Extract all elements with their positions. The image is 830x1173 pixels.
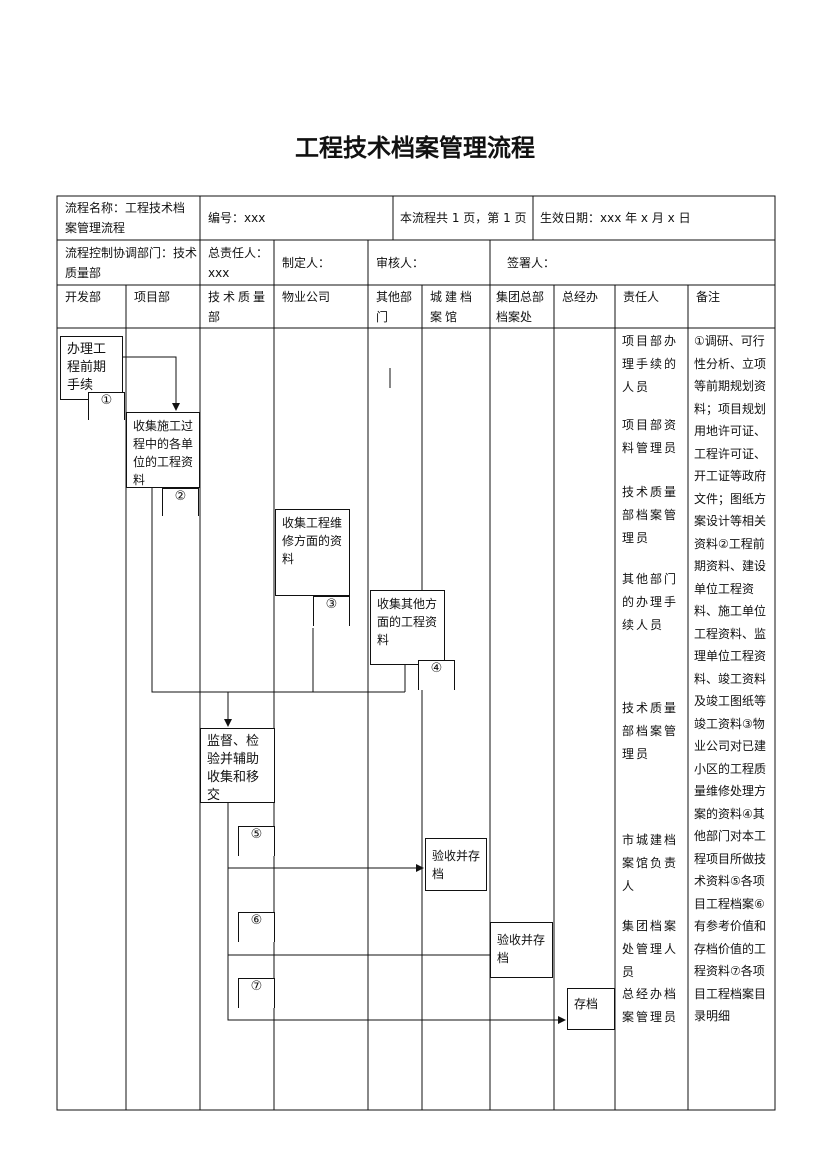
step-city-archive: 验收并存档 <box>425 838 487 891</box>
coord-dept: 流程控制协调部门：技术质量部 <box>65 246 198 280</box>
responsible-person: 集团档案处管理人员 <box>622 919 679 979</box>
document-tag: ③ <box>313 596 350 626</box>
step-collect-construction: 收集施工过程中的各单位的工程资料 <box>126 412 200 488</box>
document-tag: ⑤ <box>238 826 275 856</box>
effective-date: 生效日期：xxx 年 x 月 x 日 <box>540 211 691 225</box>
col-header: 项目部 <box>134 290 171 304</box>
signer: 签署人： <box>507 256 556 270</box>
responsible-person: 技术质量部档案管理员 <box>622 485 679 545</box>
col-header: 开发部 <box>65 290 102 304</box>
col-header: 技术质量部 <box>208 290 269 324</box>
process-name: 流程名称：工程技术档案管理流程 <box>65 201 186 235</box>
responsible-person: 技术质量部档案管理员 <box>622 701 679 761</box>
page-title: 工程技术档案管理流程 <box>295 134 535 162</box>
page-count: 本流程共 1 页，第 1 页 <box>400 211 527 225</box>
document-tag: ④ <box>418 660 455 690</box>
col-header: 责任人 <box>623 290 660 304</box>
document-tag: ⑦ <box>238 978 275 1008</box>
step-supervise-transfer: 监督、检验并辅助收集和移交 <box>200 728 275 803</box>
col-header: 物业公司 <box>282 290 331 304</box>
col-header: 备注 <box>696 290 721 304</box>
responsible-person: 其他部门的办理手续人员 <box>622 572 679 632</box>
col-header: 其他部门 <box>376 290 413 324</box>
responsible-person: 项目部办理手续的人员 <box>622 334 679 394</box>
document-tag: ① <box>88 392 125 420</box>
step-pre-procedures: 办理工程前期手续 <box>60 336 123 400</box>
step-collect-other: 收集其他方面的工程资料 <box>370 590 445 665</box>
notes-text: ①调研、可行性分析、立项等前期规划资料；项目规划用地许可证、工程许可证、开工证等… <box>694 334 767 1023</box>
col-header: 总经办 <box>562 290 599 304</box>
chief-responsible: 总责任人：xxx <box>208 246 269 280</box>
document-tag: ⑥ <box>238 912 275 942</box>
maker: 制定人： <box>282 256 331 270</box>
process-number: 编号：xxx <box>208 211 266 225</box>
responsible-person: 项目部资料管理员 <box>622 418 679 455</box>
responsible-person: 总经办档案管理员 <box>622 987 679 1024</box>
col-header: 集团总部档案处 <box>496 290 545 324</box>
document-tag: ② <box>162 488 199 516</box>
step-group-archive: 验收并存档 <box>490 922 553 978</box>
step-collect-maintenance: 收集工程维修方面的资料 <box>275 509 350 596</box>
col-header: 城建档案馆 <box>430 290 476 324</box>
responsible-person: 市城建档案馆负责人 <box>622 833 679 893</box>
reviewer: 审核人： <box>376 256 425 270</box>
step-gm-archive: 存档 <box>567 988 615 1030</box>
